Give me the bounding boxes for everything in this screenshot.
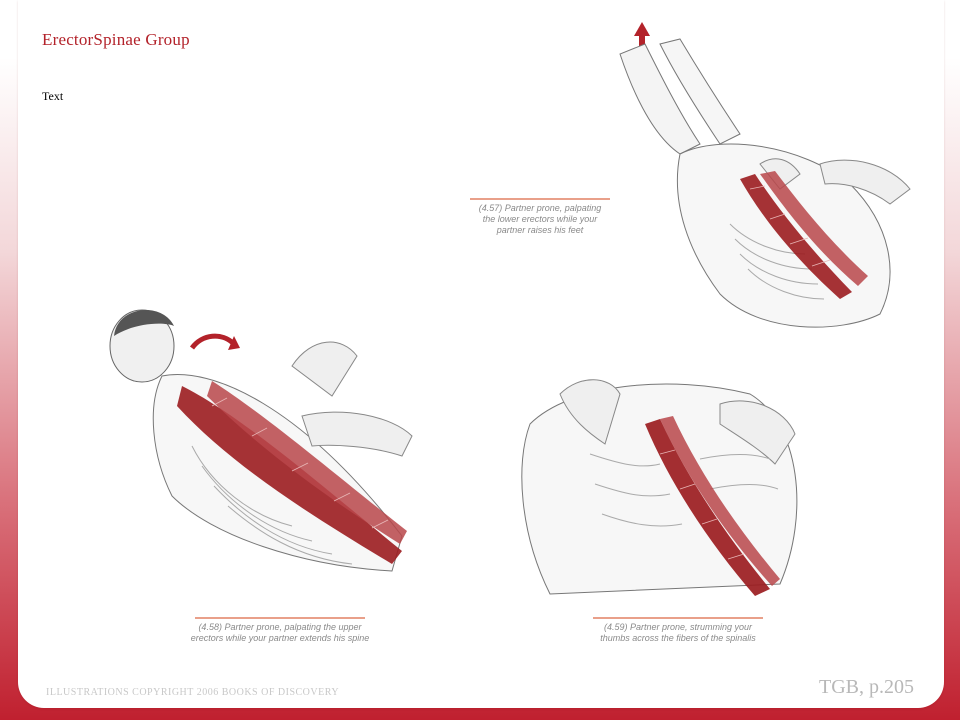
illustration-lower-erectors (590, 14, 920, 349)
caption-figure-4-57: (4.57) Partner prone, palpating the lowe… (470, 198, 610, 236)
caption-line: the lower erectors while your (482, 214, 598, 224)
caption-line: (4.59) Partner prone, strumming your (603, 622, 753, 632)
caption-line: (4.57) Partner prone, palpating (478, 203, 602, 213)
caption-figure-4-59: (4.59) Partner prone, strumming your thu… (578, 617, 778, 644)
caption-rule (195, 617, 365, 619)
caption-figure-4-58: (4.58) Partner prone, palpating the uppe… (180, 617, 380, 644)
caption-line: thumbs across the fibers of the spinalis (600, 633, 756, 643)
caption-rule (593, 617, 763, 619)
body-text-placeholder: Text (42, 89, 64, 103)
caption-line: (4.58) Partner prone, palpating the uppe… (198, 622, 362, 632)
caption-line: partner raises his feet (496, 225, 584, 235)
slide: ErectorSpinae Group Text (18, 0, 944, 708)
caption-rule (470, 198, 610, 200)
caption-line: erectors while your partner extends his … (190, 633, 370, 643)
slide-title: ErectorSpinae Group (42, 30, 190, 49)
page-reference: TGB, p.205 (819, 676, 914, 698)
illustration-strumming-spinalis (510, 364, 810, 604)
illustration-upper-erectors (102, 296, 422, 616)
copyright-notice: ILLUSTRATIONS COPYRIGHT 2006 BOOKS OF DI… (46, 687, 340, 698)
